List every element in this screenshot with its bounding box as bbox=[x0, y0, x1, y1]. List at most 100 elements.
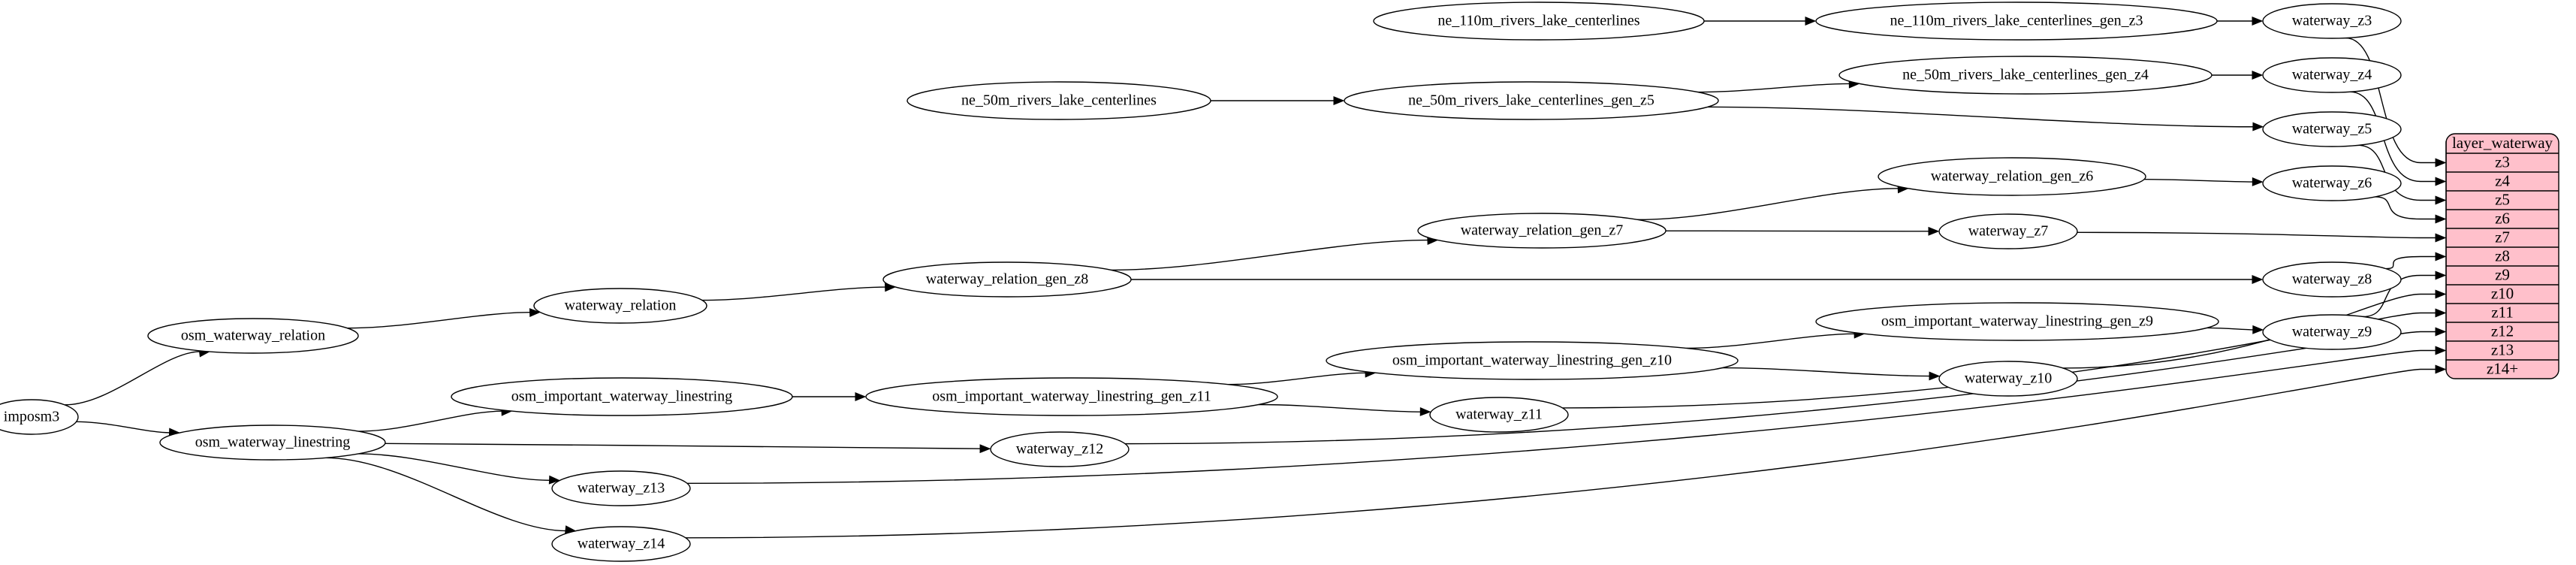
node-label-ne_50m_rivers_lake_centerlines: ne_50m_rivers_lake_centerlines bbox=[961, 92, 1157, 109]
node-shape-osm_important_waterway_linestring_gen_z11 bbox=[865, 377, 1278, 416]
arrowhead-layer_waterway-z10 bbox=[2435, 289, 2447, 299]
layer-table-row-z4[interactable]: z4 bbox=[2495, 171, 2510, 189]
arrowhead-layer_waterway-z6 bbox=[2435, 214, 2447, 224]
arrowhead-layer_waterway-z13 bbox=[2435, 346, 2447, 355]
node-waterway_z3[interactable]: waterway_z3 bbox=[2262, 3, 2402, 39]
edge-imposm3-to-osm_waterway_relation bbox=[65, 351, 201, 406]
node-waterway_z11[interactable]: waterway_z11 bbox=[1429, 397, 1569, 433]
node-shape-ne_110m_rivers_lake_centerlines_gen_z3 bbox=[1815, 2, 2218, 41]
node-shape-waterway_relation_gen_z8 bbox=[882, 261, 1132, 298]
node-waterway_relation_gen_z6[interactable]: waterway_relation_gen_z6 bbox=[1878, 157, 2146, 196]
arrowhead-layer_waterway-z12 bbox=[2435, 327, 2447, 337]
node-label-waterway_z5: waterway_z5 bbox=[2292, 121, 2372, 137]
node-ne_50m_rivers_lake_centerlines_gen_z4[interactable]: ne_50m_rivers_lake_centerlines_gen_z4 bbox=[1838, 56, 2213, 95]
node-shape-waterway_z8 bbox=[2262, 261, 2402, 298]
node-shape-waterway_z9 bbox=[2262, 314, 2402, 350]
node-waterway_z13[interactable]: waterway_z13 bbox=[551, 470, 691, 506]
node-shape-waterway_z4 bbox=[2262, 57, 2402, 93]
node-waterway_z6[interactable]: waterway_z6 bbox=[2262, 165, 2402, 201]
node-shape-ne_50m_rivers_lake_centerlines_gen_z4 bbox=[1838, 56, 2213, 95]
node-waterway_z10[interactable]: waterway_z10 bbox=[1938, 361, 2078, 397]
layer-table-header: layer_waterway bbox=[2452, 134, 2553, 152]
node-ne_50m_rivers_lake_centerlines[interactable]: ne_50m_rivers_lake_centerlines bbox=[906, 81, 1211, 120]
arrowhead-waterway_z7 bbox=[1928, 226, 1940, 236]
node-ne_110m_rivers_lake_centerlines[interactable]: ne_110m_rivers_lake_centerlines bbox=[1373, 2, 1705, 41]
node-label-waterway_relation_gen_z6: waterway_relation_gen_z6 bbox=[1931, 168, 2094, 185]
arrowhead-ne_50m_rivers_lake_centerlines_gen_z5 bbox=[1333, 96, 1345, 105]
layer-table-row-z14plus[interactable]: z14+ bbox=[2487, 359, 2518, 377]
layer-waterway-table: layer_waterwayz3z4z5z6z7z8z9z10z11z12z13… bbox=[2445, 133, 2559, 379]
nodes-layer: imposm3 osm_waterway_relation osm_waterway… bbox=[0, 2, 2402, 562]
arrowhead-waterway_z8 bbox=[2252, 275, 2264, 284]
node-osm_important_waterway_linestring_gen_z11[interactable]: osm_important_waterway_linestring_gen_z1… bbox=[865, 377, 1278, 416]
edge-waterway_relation_gen_z7-to-waterway_relation_gen_z6 bbox=[1637, 188, 1899, 221]
node-shape-osm_important_waterway_linestring_gen_z10 bbox=[1326, 341, 1739, 380]
node-shape-osm_waterway_relation bbox=[147, 318, 359, 354]
node-waterway_relation[interactable]: waterway_relation bbox=[533, 288, 707, 324]
edge-osm_waterway_linestring-to-waterway_z13 bbox=[357, 453, 550, 481]
node-waterway_relation_gen_z8[interactable]: waterway_relation_gen_z8 bbox=[882, 261, 1132, 298]
node-shape-waterway_relation_gen_z7 bbox=[1417, 213, 1667, 249]
layer-table-row-z12[interactable]: z12 bbox=[2491, 322, 2514, 340]
node-label-ne_50m_rivers_lake_centerlines_gen_z4: ne_50m_rivers_lake_centerlines_gen_z4 bbox=[1902, 67, 2149, 83]
node-label-waterway_z14: waterway_z14 bbox=[578, 536, 665, 552]
edge-osm_important_waterway_linestring_gen_z11-to-waterway_z11 bbox=[1258, 403, 1422, 412]
node-osm_waterway_linestring[interactable]: osm_waterway_linestring bbox=[159, 425, 386, 461]
node-label-waterway_z7: waterway_z7 bbox=[1968, 223, 2049, 240]
node-ne_110m_rivers_lake_centerlines_gen_z3[interactable]: ne_110m_rivers_lake_centerlines_gen_z3 bbox=[1815, 2, 2218, 41]
node-waterway_z12[interactable]: waterway_z12 bbox=[990, 431, 1130, 467]
arrowhead-ne_110m_rivers_lake_centerlines_gen_z3 bbox=[1805, 17, 1817, 26]
node-waterway_z7[interactable]: waterway_z7 bbox=[1938, 213, 2078, 249]
edge-osm_waterway_linestring-to-waterway_z12 bbox=[385, 443, 982, 449]
node-label-waterway_z9: waterway_z9 bbox=[2292, 324, 2372, 340]
node-ne_50m_rivers_lake_centerlines_gen_z5[interactable]: ne_50m_rivers_lake_centerlines_gen_z5 bbox=[1344, 81, 1719, 120]
layer-table-row-z13[interactable]: z13 bbox=[2491, 340, 2514, 358]
node-waterway_z8[interactable]: waterway_z8 bbox=[2262, 261, 2402, 298]
node-shape-osm_waterway_linestring bbox=[159, 425, 386, 461]
edge-waterway_z13-to-layer_waterway-z13 bbox=[687, 349, 2436, 485]
edge-waterway_z6-to-layer_waterway-z6 bbox=[2375, 196, 2436, 220]
node-label-waterway_z8: waterway_z8 bbox=[2292, 271, 2372, 288]
layer-table-row-z3[interactable]: z3 bbox=[2495, 153, 2510, 171]
edge-waterway_relation_gen_z6-to-waterway_z6 bbox=[2144, 179, 2254, 183]
edge-osm_important_waterway_linestring_gen_z10-to-osm_important_waterway_linestring_gen_z9 bbox=[1686, 333, 1856, 349]
layer-table-row-z11[interactable]: z11 bbox=[2491, 303, 2514, 321]
edge-waterway_z7-to-layer_waterway-z7 bbox=[2077, 231, 2436, 239]
arrowhead-waterway_z10 bbox=[1929, 371, 1941, 381]
node-osm_waterway_relation[interactable]: osm_waterway_relation bbox=[147, 318, 359, 354]
edge-waterway_z11-to-layer_waterway-z11 bbox=[1562, 312, 2436, 409]
node-label-ne_110m_rivers_lake_centerlines_gen_z3: ne_110m_rivers_lake_centerlines_gen_z3 bbox=[1890, 13, 2143, 29]
node-osm_important_waterway_linestring[interactable]: osm_important_waterway_linestring bbox=[451, 377, 793, 416]
node-osm_important_waterway_linestring_gen_z10[interactable]: osm_important_waterway_linestring_gen_z1… bbox=[1326, 341, 1739, 380]
layer-table-row-z9[interactable]: z9 bbox=[2495, 265, 2510, 283]
node-label-waterway_z4: waterway_z4 bbox=[2292, 67, 2372, 83]
node-waterway_z4[interactable]: waterway_z4 bbox=[2262, 57, 2402, 93]
layer-table-row-z6[interactable]: z6 bbox=[2495, 209, 2510, 227]
node-label-ne_110m_rivers_lake_centerlines: ne_110m_rivers_lake_centerlines bbox=[1437, 13, 1639, 29]
layer-table-row-z10[interactable]: z10 bbox=[2491, 284, 2514, 302]
layer-table-row-z8[interactable]: z8 bbox=[2495, 246, 2510, 264]
edges-layer bbox=[65, 17, 2447, 539]
edge-ne_50m_rivers_lake_centerlines_gen_z5-to-ne_50m_rivers_lake_centerlines_gen_z4 bbox=[1697, 83, 1851, 93]
node-shape-waterway_z12 bbox=[990, 431, 1130, 467]
node-label-osm_waterway_relation: osm_waterway_relation bbox=[181, 328, 325, 344]
node-shape-ne_110m_rivers_lake_centerlines bbox=[1373, 2, 1705, 41]
arrowhead-waterway_relation bbox=[529, 308, 541, 318]
arrowhead-waterway_z5 bbox=[2252, 122, 2264, 131]
node-imposm3[interactable]: imposm3 bbox=[0, 399, 79, 435]
edge-osm_waterway_linestring-to-osm_important_waterway_linestring bbox=[357, 410, 503, 432]
edge-waterway_z3-to-layer_waterway-z3 bbox=[2345, 37, 2436, 164]
arrowhead-layer_waterway-z3 bbox=[2435, 158, 2447, 168]
node-label-osm_important_waterway_linestring_gen_z9: osm_important_waterway_linestring_gen_z9 bbox=[1881, 313, 2153, 330]
layer-table-row-z7[interactable]: z7 bbox=[2495, 228, 2510, 246]
node-waterway_z14[interactable]: waterway_z14 bbox=[551, 526, 691, 562]
layer-table-row-z5[interactable]: z5 bbox=[2495, 190, 2510, 208]
arrowhead-waterway_z13 bbox=[548, 475, 560, 485]
node-waterway_z9[interactable]: waterway_z9 bbox=[2262, 314, 2402, 350]
node-shape-waterway_z10 bbox=[1938, 361, 2078, 397]
node-osm_important_waterway_linestring_gen_z9[interactable]: osm_important_waterway_linestring_gen_z9 bbox=[1815, 302, 2219, 341]
node-waterway_relation_gen_z7[interactable]: waterway_relation_gen_z7 bbox=[1417, 213, 1667, 249]
node-waterway_z5[interactable]: waterway_z5 bbox=[2262, 111, 2402, 147]
node-label-osm_waterway_linestring: osm_waterway_linestring bbox=[195, 434, 351, 451]
